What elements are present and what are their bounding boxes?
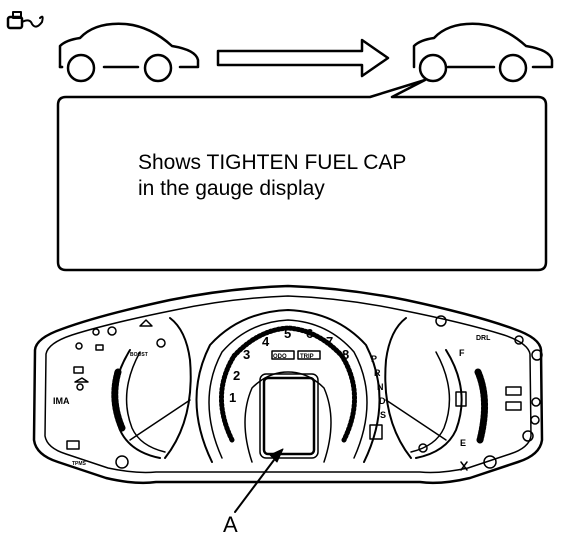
gear-letter: R bbox=[374, 368, 381, 378]
gear-letter: P bbox=[371, 354, 377, 364]
battery-icon bbox=[66, 440, 80, 450]
odo-label: ODO bbox=[273, 354, 287, 360]
gear-letter: D bbox=[379, 396, 386, 406]
ima-indicator: IMA bbox=[53, 396, 70, 406]
callout-line-1: Shows TIGHTEN FUEL CAP bbox=[138, 151, 407, 174]
brake-icon bbox=[531, 349, 543, 361]
indicator-icons bbox=[66, 315, 543, 471]
tire-pressure-icon bbox=[115, 455, 129, 469]
callout-text: Shows TIGHTEN FUEL CAP in the gauge disp… bbox=[138, 150, 406, 202]
boost-label: BOOST bbox=[130, 352, 148, 358]
left-gauge bbox=[111, 317, 192, 459]
fuel-full-mark: F bbox=[459, 348, 465, 358]
speed-mark: 1 bbox=[229, 390, 236, 405]
speed-mark: 4 bbox=[262, 334, 270, 349]
fuel-cap-icon bbox=[6, 11, 44, 30]
car-icon-right bbox=[412, 22, 554, 83]
gear-letter: N bbox=[377, 382, 384, 392]
trip-label: TRIP bbox=[300, 354, 314, 360]
speed-mark: 7 bbox=[326, 334, 333, 349]
speed-mark: 6 bbox=[306, 326, 313, 341]
cluster-housing bbox=[32, 284, 544, 485]
headlight-icon bbox=[139, 319, 153, 327]
speed-mark: 8 bbox=[342, 347, 349, 362]
callout-box bbox=[56, 78, 548, 272]
label-a-leader bbox=[234, 448, 284, 513]
engine-icon bbox=[75, 342, 83, 350]
gear-letter: S bbox=[380, 410, 386, 420]
speed-mark: 5 bbox=[284, 326, 291, 341]
airbag-icon bbox=[107, 326, 117, 336]
car-icon-left bbox=[58, 22, 200, 83]
oil-icon bbox=[74, 377, 89, 383]
arrow-right-icon bbox=[216, 38, 390, 78]
right-gauge bbox=[384, 317, 489, 459]
fuel-empty-mark: E bbox=[460, 438, 466, 448]
speed-mark: 2 bbox=[233, 368, 240, 383]
display-callout-label: A bbox=[223, 512, 238, 537]
speed-mark: 3 bbox=[243, 347, 250, 362]
drl-indicator: DRL bbox=[476, 335, 491, 342]
key-icon bbox=[92, 328, 100, 336]
tachometer bbox=[195, 309, 383, 463]
seatbelt-icon bbox=[95, 344, 104, 351]
tpms-label: TPMS bbox=[72, 461, 87, 467]
callout-line-2: in the gauge display bbox=[138, 177, 325, 200]
